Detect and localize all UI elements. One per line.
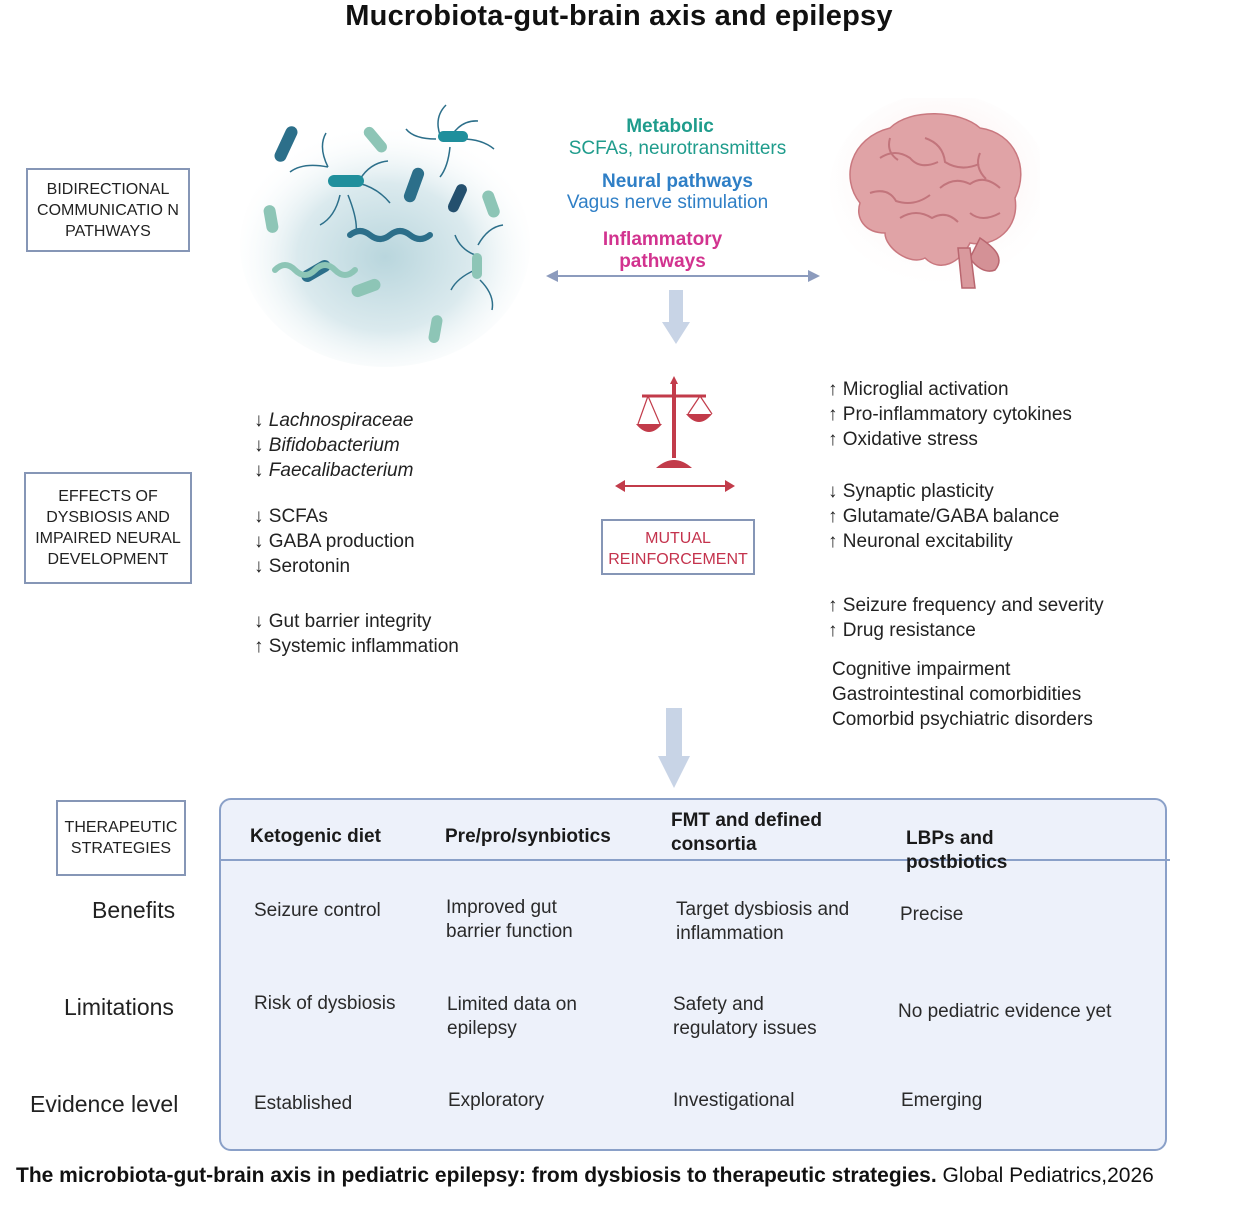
inflammatory-pathway-subtitle: pathways <box>619 251 706 272</box>
balance-scale-icon <box>636 376 713 468</box>
table-cell: Exploratory <box>448 1090 545 1111</box>
reinforcement-arrow <box>615 480 735 492</box>
effects-label: EFFECTS OF DYSBIOSIS AND IMPAIRED NEURAL… <box>24 472 192 584</box>
caption-source: Global Pediatrics,2026 <box>936 1164 1154 1187</box>
brain-effect-item: ↑ Pro-inflammatory cytokines <box>828 404 1072 425</box>
table-cell: No pediatric evidence yet <box>898 1001 1112 1022</box>
down-arrow-icon <box>658 708 690 788</box>
down-arrow-icon <box>662 290 690 344</box>
therapeutic-label: THERAPEUTIC STRATEGIES <box>56 800 186 876</box>
gut-effects-list: ↓ Lachnospiraceae ↓ Bifidobacterium ↓ Fa… <box>254 408 459 659</box>
brain-effect-item: ↑ Drug resistance <box>828 620 976 641</box>
caption-title: The microbiota-gut-brain axis in pediatr… <box>16 1164 937 1187</box>
table-cell: Limited data on epilepsy <box>447 994 577 1039</box>
column-header: FMT and defined consortia <box>671 810 822 855</box>
gut-effect-item: ↓ Lachnospiraceae <box>254 410 414 431</box>
gut-effect-item: ↓ Gut barrier integrity <box>254 611 432 632</box>
row-label: Evidence level <box>30 1091 179 1117</box>
metabolic-pathway-title: Metabolic <box>626 116 714 137</box>
table-cell: Risk of dysbiosis <box>254 993 396 1014</box>
brain-effect-item: ↓ Synaptic plasticity <box>828 481 994 502</box>
gut-effect-item: ↓ SCFAs <box>254 506 328 527</box>
therapeutic-strategies-table <box>219 798 1167 1151</box>
mutual-reinforcement-box: MUTUAL REINFORCEMENT <box>601 519 755 575</box>
figure-caption: The microbiota-gut-brain axis in pediatr… <box>16 1164 1154 1188</box>
brain-effect-item: Gastrointestinal comorbidities <box>832 684 1082 705</box>
inflammatory-pathway-title: Inflammatory <box>602 229 723 250</box>
row-label: Limitations <box>64 994 174 1020</box>
brain-effect-item: ↑ Oxidative stress <box>828 429 978 450</box>
figure-title: Mucrobiota-gut-brain axis and epilepsy <box>345 0 893 32</box>
table-header-divider <box>219 859 1170 861</box>
brain-effect-item: ↑ Microglial activation <box>828 379 1009 400</box>
table-cell: Emerging <box>901 1090 983 1111</box>
brain-effects-list: ↑ Microglial activation ↑ Pro-inflammato… <box>828 377 1104 732</box>
neural-pathway-title: Neural pathways <box>602 171 753 192</box>
bidirectional-label: BIDIRECTIONAL COMMUNICATIO N PATHWAYS <box>26 168 190 252</box>
gut-effect-item: ↓ Faecalibacterium <box>254 460 414 481</box>
table-cell: Investigational <box>673 1090 795 1111</box>
row-label: Benefits <box>92 897 176 923</box>
neural-pathway-subtitle: Vagus nerve stimulation <box>566 192 769 213</box>
gut-effect-item: ↓ Bifidobacterium <box>254 435 400 456</box>
column-header: Pre/pro/synbiotics <box>445 826 611 847</box>
table-cell: Target dysbiosis and inflammation <box>676 899 850 944</box>
brain-effect-item: ↑ Seizure frequency and severity <box>828 595 1104 616</box>
table-cell: Safety and regulatory issues <box>673 994 817 1039</box>
table-cell: Seizure control <box>254 900 381 921</box>
column-header: LBPs and postbiotics <box>906 828 1008 873</box>
table-cell: Precise <box>900 904 964 925</box>
gut-effect-item: ↓ GABA production <box>254 531 415 552</box>
bacteria-illustration <box>240 104 530 367</box>
bidirectional-arrow <box>546 270 820 282</box>
column-header: Ketogenic diet <box>250 826 381 847</box>
table-cell: Improved gut barrier function <box>446 897 573 942</box>
gut-effect-item: ↓ Serotonin <box>254 556 351 577</box>
brain-effect-item: Cognitive impairment <box>832 659 1011 680</box>
metabolic-pathway-subtitle: SCFAs, neurotransmitters <box>568 138 787 159</box>
brain-effect-item: ↑ Glutamate/GABA balance <box>828 506 1060 527</box>
brain-illustration <box>830 98 1040 289</box>
gut-effect-item: ↑ Systemic inflammation <box>254 636 459 657</box>
brain-effect-item: Comorbid psychiatric disorders <box>832 709 1093 730</box>
table-cell: Established <box>254 1093 353 1114</box>
brain-effect-item: ↑ Neuronal excitability <box>828 531 1013 552</box>
